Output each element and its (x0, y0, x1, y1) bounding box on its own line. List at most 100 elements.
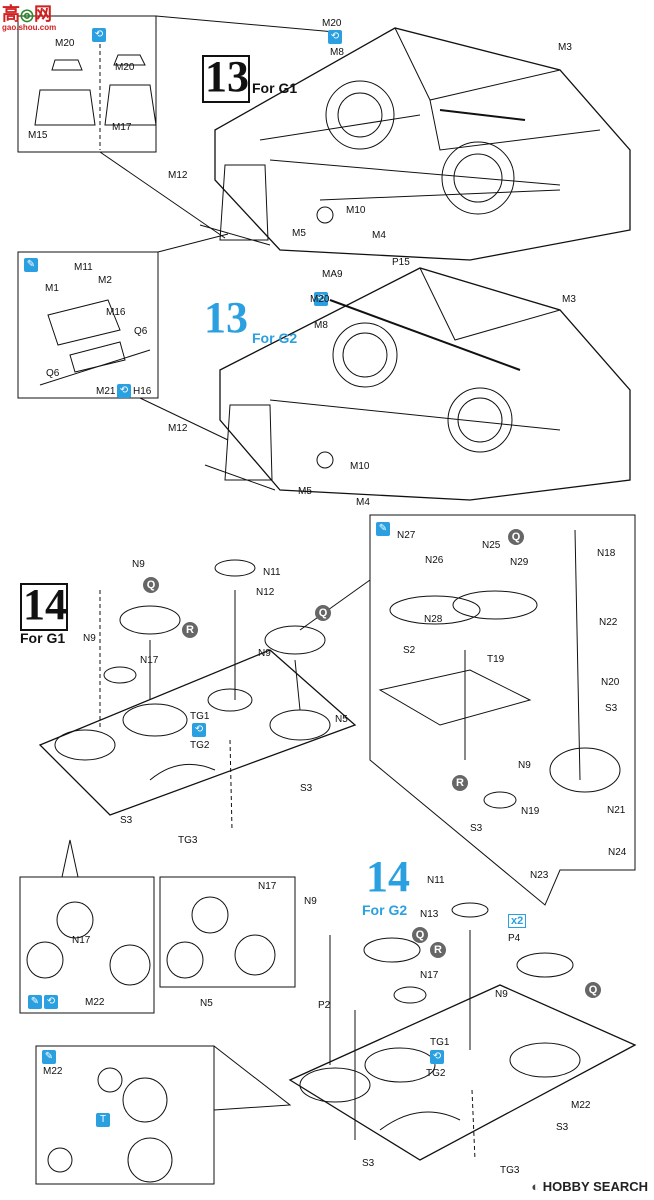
label-s3: S3 (556, 1122, 569, 1133)
label-m12: M12 (168, 423, 188, 434)
label-m8: M8 (330, 47, 344, 58)
label-tg1: TG1 (190, 711, 210, 722)
label-n17: N17 (140, 655, 159, 666)
label-m5: M5 (292, 228, 306, 239)
label-m17: M17 (112, 122, 132, 133)
watermark-logo: 高◎网 (2, 0, 52, 26)
marker-q: Q (412, 927, 428, 943)
paint-icon: ✎ (24, 258, 38, 272)
label-q6: Q6 (46, 368, 60, 379)
paint-icon: ✎ (28, 995, 42, 1009)
label-tg2: TG2 (426, 1068, 446, 1079)
label-m21: M21 (96, 386, 116, 397)
step-14-g2-for: For G2 (362, 902, 408, 918)
label-m22: M22 (43, 1066, 63, 1077)
label-m16: M16 (106, 307, 126, 318)
label-m22: M22 (571, 1100, 591, 1111)
label-m4: M4 (372, 230, 386, 241)
label-s3: S3 (362, 1158, 375, 1169)
marker-r: R (182, 622, 198, 638)
label-n18: N18 (597, 548, 616, 559)
watermark-hobbysearch: ◐ HOBBY SEARCH (531, 1179, 648, 1194)
label-n17: N17 (72, 935, 91, 946)
label-n17: N17 (258, 881, 277, 892)
label-n11: N11 (263, 567, 281, 578)
label-n26: N26 (425, 555, 444, 566)
label-tg2: TG2 (190, 740, 210, 751)
label-n13: N13 (420, 909, 439, 920)
marker-q: Q (143, 577, 159, 593)
hobbysearch-mark: ◐ (531, 1179, 540, 1194)
watermark-logo-mark: ◎ (20, 7, 34, 24)
label-n11: N11 (427, 875, 445, 886)
label-n24: N24 (608, 847, 627, 858)
label-n28: N28 (424, 614, 443, 625)
glue-icon: ⟲ (192, 723, 206, 737)
label-m20: M20 (322, 18, 342, 29)
label-n5: N5 (335, 714, 348, 725)
paint-icon: ✎ (42, 1050, 56, 1064)
label-ma9: MA9 (322, 269, 343, 280)
step-14-g1-number: 14 (23, 580, 67, 629)
glue-icon: ⟲ (92, 28, 106, 42)
step-14-g2-number: 14 (366, 852, 410, 901)
label-n20: N20 (601, 677, 620, 688)
label-h16: H16 (133, 386, 152, 397)
label-p15: P15 (392, 257, 410, 268)
glue-icon: ⟲ (430, 1050, 444, 1064)
watermark-text: HOBBY SEARCH (542, 1179, 648, 1194)
marker-q: Q (585, 982, 601, 998)
label-m22: M22 (85, 997, 105, 1008)
label-tg3: TG3 (500, 1165, 520, 1176)
label-m3: M3 (558, 42, 572, 53)
label-s2: S2 (403, 645, 416, 656)
step-13-g1-number: 13 (205, 52, 249, 101)
label-n9: N9 (83, 633, 96, 644)
label-m20: M20 (55, 38, 75, 49)
label-m3: M3 (562, 294, 576, 305)
label-s3: S3 (120, 815, 133, 826)
label-tg3: TG3 (178, 835, 198, 846)
label-n23: N23 (530, 870, 549, 881)
label-n9: N9 (518, 760, 531, 771)
label-n21: N21 (607, 805, 626, 816)
step-13-g1-box (202, 55, 250, 103)
label-m10: M10 (350, 461, 370, 472)
tool-icon: T (96, 1113, 110, 1127)
label-n9: N9 (258, 648, 271, 659)
detail-box-13a (17, 15, 157, 153)
label-m5: M5 (298, 486, 312, 497)
label-p4: P4 (508, 933, 521, 944)
label-n12: N12 (256, 587, 275, 598)
label-m4: M4 (356, 497, 370, 508)
step-13-g2-number: 13 (204, 293, 248, 342)
label-m20: M20 (310, 294, 330, 305)
label-n17: N17 (420, 970, 439, 981)
label-m10: M10 (346, 205, 366, 216)
label-m2: M2 (98, 275, 112, 286)
step-13-g1-for: For G1 (252, 80, 298, 96)
glue-icon: ⟲ (44, 995, 58, 1009)
label-p2: P2 (318, 1000, 331, 1011)
label-s3: S3 (605, 703, 618, 714)
watermark-brand: 高 (2, 4, 20, 24)
label-n19: N19 (521, 806, 540, 817)
label-s3: S3 (300, 783, 313, 794)
label-m1: M1 (45, 283, 59, 294)
marker-r: R (452, 775, 468, 791)
label-n9: N9 (495, 989, 508, 1000)
glue-icon: ⟲ (117, 384, 131, 398)
label-n25: N25 (482, 540, 501, 551)
glue-icon: ⟲ (328, 30, 342, 44)
step-13-g2-for: For G2 (252, 330, 298, 346)
paint-icon: ✎ (376, 522, 390, 536)
watermark-brand-2: 网 (33, 4, 52, 24)
label-m15: M15 (28, 130, 48, 141)
watermark-url: gao.shou.com (2, 23, 57, 32)
label-m8: M8 (314, 320, 328, 331)
label-n29: N29 (510, 557, 529, 568)
label-n9: N9 (304, 896, 317, 907)
quantity-badge: x2 (508, 914, 527, 928)
label-t19: T19 (487, 654, 505, 665)
